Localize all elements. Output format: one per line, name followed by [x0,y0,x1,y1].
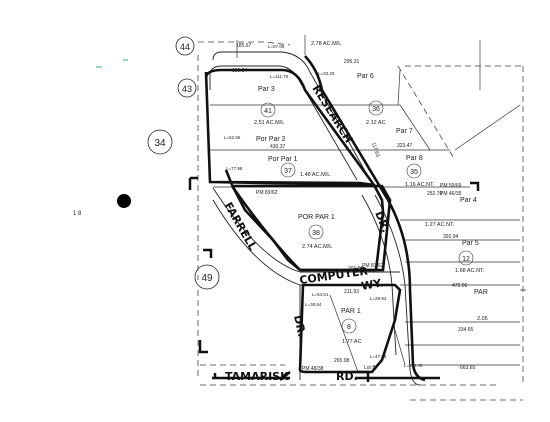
svg-text:38: 38 [312,230,320,237]
road-label-farrell: FARRELL [221,200,259,253]
parcel-number-41: 41 [260,102,276,118]
dim-334-65: 334.65 [458,327,474,333]
parcel-number-12: 12 [458,250,474,266]
map-boundary-lines [197,41,528,401]
label-par-8: Par 8 [406,155,423,162]
dim-185-67: 185.67 [236,43,252,49]
dim-201-59: 201.59 [348,266,364,272]
parcel-38-highlight [230,184,392,272]
road-label-computer-wy: WY. [360,276,384,293]
road-label-farrell-dr: DR. [291,314,308,338]
plat-ref-lot-b: Lot B [364,365,376,371]
label-por-par-1-center: POR PAR 1 [298,214,335,221]
svg-text:49: 49 [201,273,213,284]
area-127: 1.27 AC.NT. [425,222,455,228]
curve-label-7: L=38.84 [305,302,322,307]
area-168: 1.68 AC.NT. [455,268,485,274]
label-par-6: Par 6 [357,73,374,80]
parcel-8-outline [298,283,402,374]
svg-text:44: 44 [180,42,190,52]
area-205: 2.05 [477,316,488,322]
area-177: 1.77 AC [342,339,362,345]
dim-479-06: 479.06 [452,283,468,289]
area-251: 2.51 AC.M/L [254,120,284,126]
parcel-number-37: 37 [280,162,296,178]
svg-text:12: 12 [462,256,470,263]
page-number-34: 34 [147,129,173,155]
area-148: 1.48 AC.M/L [300,172,330,178]
curve-label-2: L=111.70 [270,74,289,79]
curve-label-9: L=29.93 [370,296,387,301]
label-por-par-2: Por Par 2 [256,136,286,143]
svg-text:8: 8 [347,324,351,331]
area-274: 2.74 AC.M/L [302,244,332,250]
plat-ref-pm-48-38: PM 48/38 [302,366,324,372]
research-dr-outer [304,55,426,382]
label-par-4: Par 4 [460,197,477,204]
svg-text:43: 43 [182,84,192,94]
parcel-number-8: 8 [341,318,357,334]
label-por-par-1-top: Por Par 1 [268,156,298,163]
dim-211-93: 211.93 [344,289,359,295]
label-par-3: Par 3 [258,86,275,93]
dim-265-98: 265.98 [334,358,350,364]
area-212: 2.12 AC [366,120,386,126]
plat-ref-pm-46-35: PM 46/35 [440,191,462,197]
parcel-number-36: 36 [368,100,384,116]
plat-ref-pm-83-62-b: PM 83/62 [362,263,384,269]
road-label-tamarisk-rd: RD. [336,370,358,383]
svg-text:35: 35 [410,169,418,176]
road-label-tamarisk: TAMARISK [225,370,289,383]
area-116: 1.16 AC.NT. [405,182,435,188]
svg-text:37: 37 [284,168,292,175]
parcel-number-35: 35 [406,163,422,179]
page-number-44: 44 [175,36,195,56]
curve-label-1: L=87.09 [268,44,285,49]
dim-392-94: 392.94 [443,234,459,240]
dim-295-31: 295.31 [344,59,360,65]
label-par-right: PAR [474,289,488,296]
svg-text:34: 34 [154,138,166,149]
curve-label-8: L=47.08 [370,354,387,359]
curve-label-3: L=33.29 [318,71,335,76]
dim-252-70: 252.70 [427,191,443,197]
road-label-research: RESEARCH [309,83,355,146]
plat-ref-pm-83-62-a: PM 83/62 [256,190,278,196]
dim-430-37: 430.37 [270,144,286,150]
label-par-5: Par 5 [462,240,479,247]
dim-189-34: 189.34 [232,68,248,74]
margin-mark: 1 8 [73,211,82,217]
curve-label-5: L=77.98 [226,166,243,171]
label-par-1: PAR 1 [341,308,361,315]
punch-hole-dot [117,194,131,208]
plat-ref-pm-59-69: PM 59/69 [440,183,462,189]
page-number-43: 43 [177,78,197,98]
parcel-number-38: 38 [308,224,324,240]
dim-323-47: 323.47 [397,143,413,149]
curve-label-6: L=64.61 [312,292,329,297]
dim-663-65: 663.65 [460,365,476,371]
page-number-49: 49 [194,264,220,290]
svg-text:36: 36 [372,106,380,113]
area-278: 2.78 AC.M/L [311,41,341,47]
svg-text:41: 41 [264,108,272,115]
curve-label-10: L=118.45 [404,363,423,368]
curve-label-4: L=52.96 [224,135,241,140]
dim-117-63: 117.63 [370,142,380,158]
label-par-7: Par 7 [396,128,413,135]
